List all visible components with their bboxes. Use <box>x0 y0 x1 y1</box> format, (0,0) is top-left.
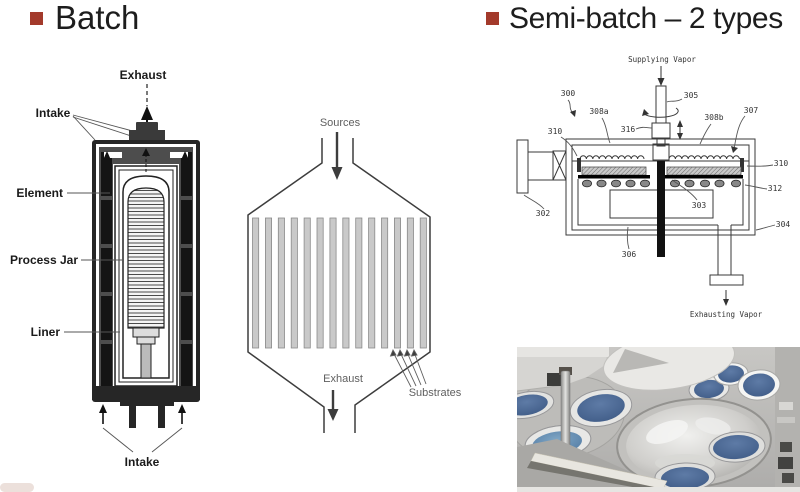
ref-310-left: 310 <box>548 127 563 136</box>
furnace-label-process-jar: Process Jar <box>10 253 78 267</box>
susceptor-right <box>666 166 742 176</box>
batch-flow-diagram: Sources Exhaust Substrates <box>247 117 462 433</box>
flow-label-substrates: Substrates <box>409 387 462 399</box>
semibatch-patent-diagram: Supplying Vapor <box>516 55 791 319</box>
heater-lamps <box>582 179 741 188</box>
wafer-boat <box>127 187 165 329</box>
supply-arrow-icon <box>657 78 665 86</box>
patent-label-supplying-vapor: Supplying Vapor <box>628 55 696 64</box>
right-heading-bullet-icon <box>486 12 499 25</box>
furnace-body <box>92 122 200 428</box>
showerhead-scallops-right <box>668 155 740 160</box>
ref-312: 312 <box>768 184 783 193</box>
rotation-shaft <box>657 161 665 257</box>
ref-302: 302 <box>536 209 551 218</box>
ref-308b: 308b <box>704 113 723 122</box>
flow-label-exhaust: Exhaust <box>323 373 363 385</box>
ref-306: 306 <box>622 250 637 259</box>
wafer-pockets-front <box>654 431 766 492</box>
left-heading-bullet-icon <box>30 12 43 25</box>
furnace-label-exhaust: Exhaust <box>120 68 167 82</box>
updown-arrow-icon <box>677 120 683 140</box>
right-rail <box>775 347 800 492</box>
ref-303: 303 <box>692 201 707 210</box>
vessel-outline <box>247 138 431 433</box>
left-heading-title: Batch <box>55 0 140 36</box>
flow-label-sources: Sources <box>320 117 361 129</box>
ref-304: 304 <box>776 220 791 229</box>
ref-316: 316 <box>621 125 636 134</box>
ref-305: 305 <box>684 91 699 100</box>
patent-label-exhausting-vapor: Exhausting Vapor <box>690 310 763 319</box>
substrate-bars <box>252 217 427 349</box>
bottom-left-machinery <box>517 439 668 492</box>
showerhead-housing <box>571 144 750 162</box>
lower-vessel <box>577 179 744 226</box>
showerhead-scallops-left <box>579 155 645 160</box>
semibatch-tool-photo <box>517 347 800 492</box>
rotary-joint-box <box>651 122 671 139</box>
furnace-label-element: Element <box>16 186 63 200</box>
exhaust-pipe <box>709 225 744 306</box>
furnace-label-liner: Liner <box>31 325 61 339</box>
ref-310-right: 310 <box>774 159 789 168</box>
ref-308a: 308a <box>589 107 608 116</box>
furnace-label-intake-top: Intake <box>36 106 71 120</box>
batch-furnace-diagram: Exhaust Intake <box>10 68 200 469</box>
motor-assembly <box>516 139 567 194</box>
exhaust-arrow-icon <box>141 106 153 120</box>
right-heading-title: Semi-batch – 2 types <box>509 2 783 35</box>
intake-bottom-arrows <box>99 404 186 453</box>
heater-element-blocks <box>101 152 192 388</box>
ref-307: 307 <box>744 106 759 115</box>
ref-300: 300 <box>561 89 576 98</box>
photo-bottom-strip <box>517 487 800 492</box>
corner-smudge <box>0 483 34 492</box>
substrate-leader-lines <box>389 349 427 388</box>
rotation-arrow-icon <box>643 107 679 118</box>
susceptor-left <box>581 166 647 176</box>
furnace-label-intake-bottom: Intake <box>125 455 160 469</box>
white-lid-disc <box>603 347 735 391</box>
